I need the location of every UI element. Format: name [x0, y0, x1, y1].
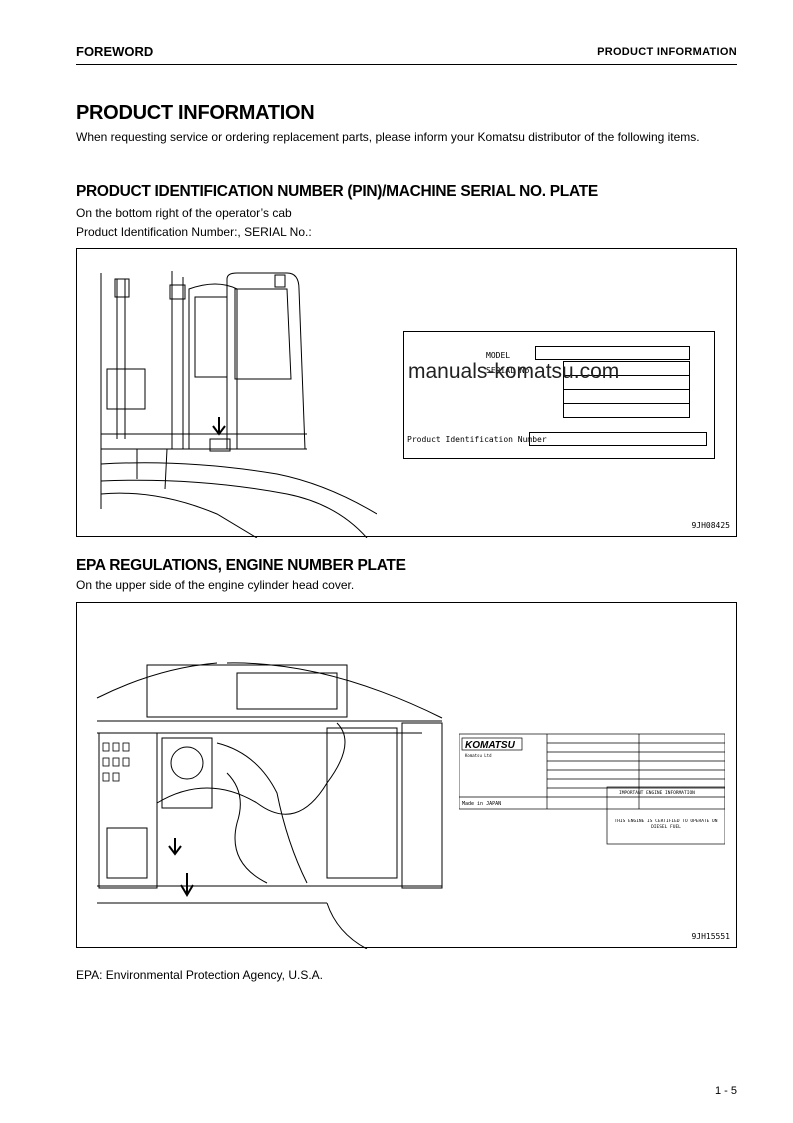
engine-illustration [96, 662, 443, 949]
figure-code-2: 9JH15551 [691, 932, 730, 941]
serial-field-4 [563, 403, 690, 418]
plate-company: Komatsu Ltd [465, 753, 492, 758]
plate-certified: THIS ENGINE IS CERTIFIED TO OPERATE ON D… [614, 819, 718, 830]
section1-heading: PRODUCT IDENTIFICATION NUMBER (PIN)/MACH… [76, 183, 598, 200]
intro-paragraph: When requesting service or ordering repl… [76, 130, 700, 144]
plate-important: IMPORTANT ENGINE INFORMATION [619, 790, 695, 796]
machine-serial-plate: MODEL SERIAL No. Product Identification … [403, 331, 715, 459]
model-field [535, 346, 690, 360]
watermark: manuals-komatsu.com [408, 360, 620, 383]
serial-label: SERIAL No. [486, 366, 535, 375]
model-label: MODEL [486, 351, 511, 360]
header-left: FOREWORD [76, 44, 154, 59]
engine-info-plate: KOMATSU Komatsu Ltd Made in JAPAN IMPORT… [459, 733, 725, 845]
header-right: PRODUCT INFORMATION [597, 46, 737, 58]
plate-made-in: Made in JAPAN [462, 801, 501, 807]
figure-code-1: 9JH08425 [691, 521, 730, 530]
pin-field [529, 432, 707, 446]
page-number: 1 - 5 [714, 1085, 737, 1097]
section2-line1: On the upper side of the engine cylinder… [76, 578, 355, 592]
cab-illustration [100, 271, 377, 538]
serial-field-3 [563, 389, 690, 404]
footnote: EPA: Environmental Protection Agency, U.… [76, 968, 324, 982]
brand-logo: KOMATSU [465, 740, 516, 751]
section2-heading: EPA REGULATIONS, ENGINE NUMBER PLATE [76, 557, 406, 574]
section1-line1: On the bottom right of the operator’s ca… [76, 206, 292, 220]
figure-engine-plate: KOMATSU Komatsu Ltd Made in JAPAN IMPORT… [76, 602, 737, 949]
header-rule [76, 64, 737, 65]
pin-label: Product Identification Number [407, 435, 547, 444]
section1-line2: Product Identification Number:, SERIAL N… [76, 225, 312, 239]
figure-pin-plate: MODEL SERIAL No. Product Identification … [76, 248, 737, 538]
page-title: PRODUCT INFORMATION [76, 102, 315, 124]
